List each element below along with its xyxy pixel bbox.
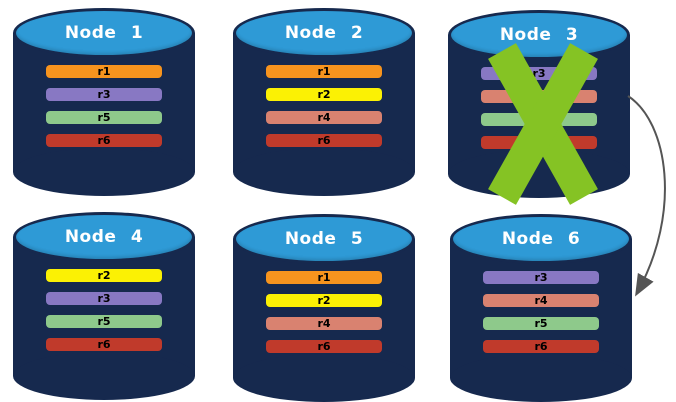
replica-row: r6 (266, 340, 382, 353)
node-4-cylinder: Node 4 r2 r3 r5 r6 (13, 212, 195, 400)
replica-row: r3 (46, 292, 162, 305)
replica-row: r3 (46, 88, 162, 101)
cylinder-top: Node 4 (13, 212, 195, 262)
replica-row: r5 (46, 111, 162, 124)
cylinder-top: Node 2 (233, 8, 415, 58)
node-title: Node 4 (64, 227, 144, 247)
cylinder-top: Node 1 (13, 8, 195, 58)
cylinder-top: Node 3 (448, 10, 630, 60)
node-title: Node 1 (64, 23, 144, 43)
replica-row: r4 (266, 111, 382, 124)
node-title: Node 6 (501, 229, 581, 249)
cylinder-bottom (450, 354, 632, 402)
cylinder-bottom (233, 354, 415, 402)
replica-row: r6 (483, 340, 599, 353)
replica-row: r2 (266, 294, 382, 307)
replica-rows: r1 r3 r5 r6 (46, 65, 162, 157)
replica-row: r2 (266, 88, 382, 101)
replica-rows: r1 r2 r4 r6 (266, 271, 382, 363)
replica-row: r6 (46, 338, 162, 351)
replica-rows: r3 r4 r5 r6 (483, 271, 599, 363)
failure-cross-icon (488, 43, 598, 205)
cylinder-bottom (13, 148, 195, 196)
cylinder-bottom (13, 352, 195, 400)
replica-row: r1 (46, 65, 162, 78)
node-title: Node 2 (284, 23, 364, 43)
replica-row: r1 (266, 271, 382, 284)
node-1-cylinder: Node 1 r1 r3 r5 r6 (13, 8, 195, 196)
cylinder-top: Node 5 (233, 214, 415, 264)
cylinder-top: Node 6 (450, 214, 632, 264)
replica-row: r5 (483, 317, 599, 330)
replica-row: r4 (483, 294, 599, 307)
replica-row: r5 (46, 315, 162, 328)
replica-rows: r1 r2 r4 r6 (266, 65, 382, 157)
replica-row: r2 (46, 269, 162, 282)
node-title: Node 3 (499, 25, 579, 45)
replica-row: r6 (266, 134, 382, 147)
replica-row: r4 (266, 317, 382, 330)
cylinder-bottom (233, 148, 415, 196)
replica-rows: r2 r3 r5 r6 (46, 269, 162, 361)
replica-row: r6 (46, 134, 162, 147)
node-title: Node 5 (284, 229, 364, 249)
node-5-cylinder: Node 5 r1 r2 r4 r6 (233, 214, 415, 402)
replica-row: r3 (483, 271, 599, 284)
node-6-cylinder: Node 6 r3 r4 r5 r6 (450, 214, 632, 402)
node-2-cylinder: Node 2 r1 r2 r4 r6 (233, 8, 415, 196)
replica-row: r1 (266, 65, 382, 78)
node-3-cylinder: Node 3 r3 (448, 10, 630, 205)
